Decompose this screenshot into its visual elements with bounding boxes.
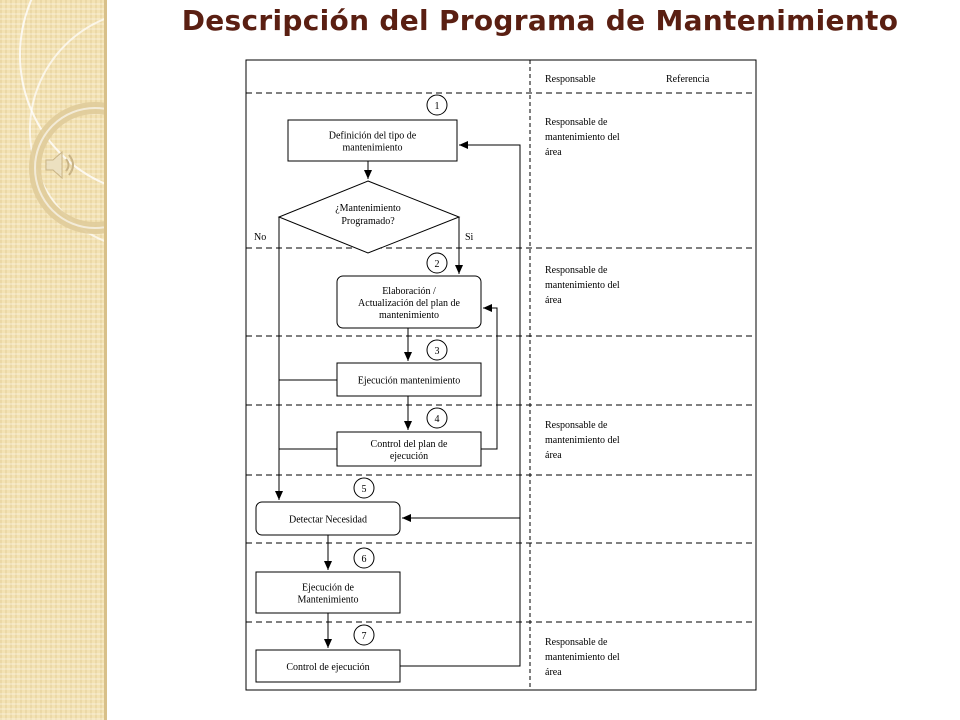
step-number-circle [353,477,375,499]
process-label: Ejecución de [302,583,354,594]
process-box-1 [287,119,458,162]
process-label: Detectar Necesidad [289,515,367,526]
process-label: Actualización del plan de [358,298,460,309]
decision-label: Programado? [341,216,395,227]
responsible-label: Responsable de [545,420,608,431]
decision-label: ¿Mantenimiento [335,203,401,214]
step-number: 6 [362,554,367,565]
step-number: 2 [435,259,440,270]
responsible-label: mantenimiento del [545,435,620,446]
decision-diamond [277,180,461,254]
speaker-icon[interactable] [40,145,80,185]
header-responsable: Responsable [545,74,596,85]
decorative-sidebar [0,0,104,720]
diagram-frame [245,59,757,691]
process-label: mantenimiento [343,143,403,154]
sidebar-edge [104,0,107,720]
step-number: 4 [435,414,440,425]
step-number-circle [426,407,448,429]
process-label: Control del plan de [371,439,448,450]
decision-yes-label: Si [465,232,474,243]
process-label: mantenimiento [379,310,439,321]
responsible-label: área [545,450,562,461]
decorative-circles [19,0,104,242]
process-label: Control de ejecución [286,662,369,673]
step-number-circle [426,252,448,274]
process-label: Ejecución mantenimiento [358,376,460,387]
process-box-6 [255,571,401,614]
step-number: 7 [362,631,367,642]
step-number-circle [426,94,448,116]
responsible-label: área [545,667,562,678]
step-number-circle [353,547,375,569]
step-number: 5 [362,484,367,495]
responsible-label: mantenimiento del [545,132,620,143]
responsible-label: mantenimiento del [545,652,620,663]
process-label: Definición del tipo de [329,131,417,142]
header-referencia: Referencia [666,74,710,85]
decision-no-label: No [254,232,266,243]
step-number: 3 [435,346,440,357]
process-label: ejecución [390,451,428,462]
step-number-circle [426,339,448,361]
responsible-label: área [545,147,562,158]
process-label: Mantenimiento [297,595,358,606]
process-box-3 [336,362,482,397]
connector-4-back-to-2 [481,304,498,450]
responsible-label: Responsable de [545,117,608,128]
responsible-label: Responsable de [545,265,608,276]
responsible-label: mantenimiento del [545,280,620,291]
page-title: Descripción del Programa de Mantenimient… [181,4,899,37]
step-number: 1 [435,101,440,112]
process-box-2 [336,275,482,329]
connector-7-back-to-1 [400,141,521,667]
step-number-circle [353,624,375,646]
process-label: Elaboración / [382,286,436,297]
responsible-label: área [545,295,562,306]
responsible-label: Responsable de [545,637,608,648]
